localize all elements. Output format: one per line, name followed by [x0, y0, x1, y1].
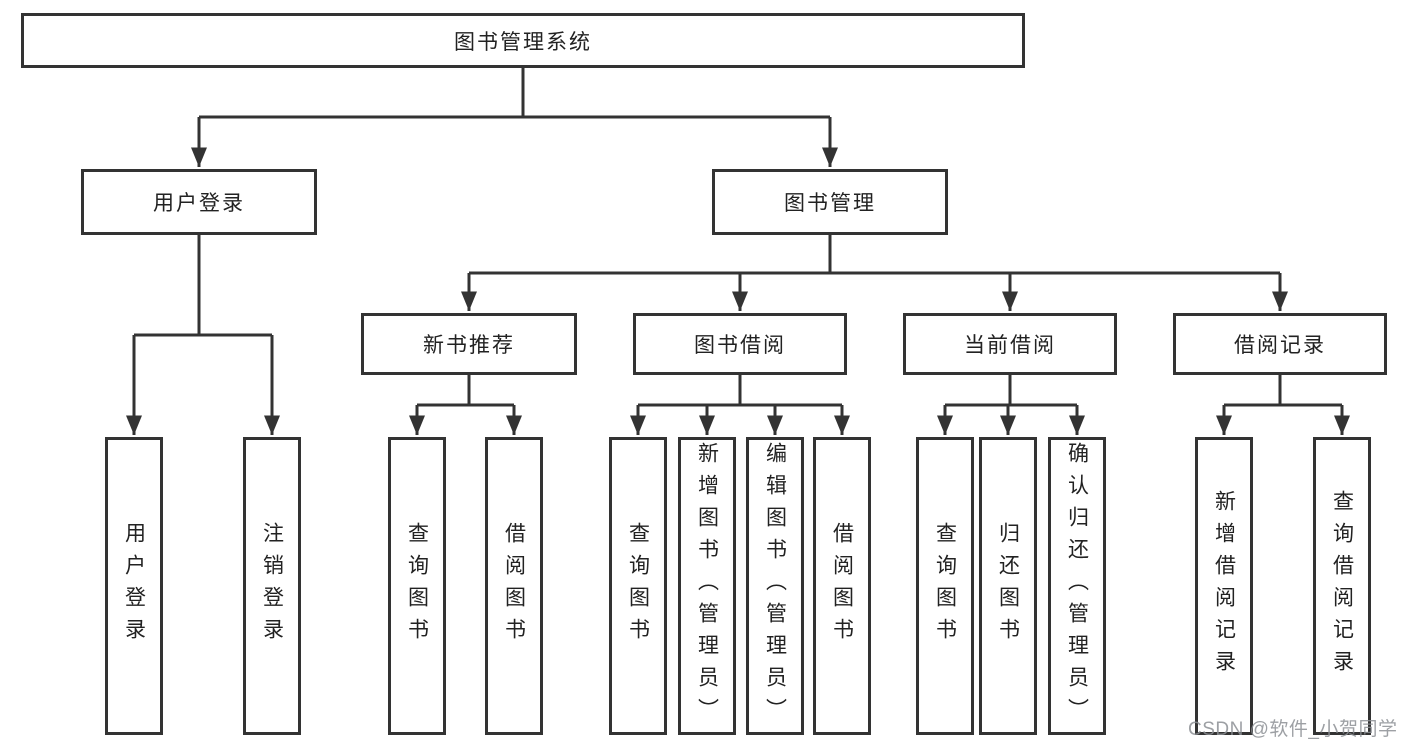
node-user-login: 用户登录	[81, 169, 317, 235]
node-borrow-records-label: 借阅记录	[1234, 334, 1326, 357]
node-book-management: 图书管理	[712, 169, 948, 235]
csdn-watermark: CSDN @软件_小贺同学	[1188, 719, 1398, 740]
leaf-records-add-label: 新增借阅记录	[1212, 490, 1236, 682]
node-book-borrow-label: 图书借阅	[694, 334, 786, 357]
leaf-newbooks-borrow: 借阅图书	[485, 437, 543, 735]
leaf-borrow-edit-book-label: 编辑图书（管理员）	[763, 442, 787, 730]
leaf-user-login-label: 用户登录	[122, 522, 146, 650]
node-new-book-recommend: 新书推荐	[361, 313, 577, 375]
leaf-newbooks-query-label: 查询图书	[405, 522, 429, 650]
leaf-logout: 注销登录	[243, 437, 301, 735]
leaf-borrow-query: 查询图书	[609, 437, 667, 735]
leaf-newbooks-borrow-label: 借阅图书	[502, 522, 526, 650]
leaf-borrow-edit-book: 编辑图书（管理员）	[746, 437, 804, 735]
leaf-current-confirm-return: 确认归还（管理员）	[1048, 437, 1106, 735]
leaf-current-return-label: 归还图书	[996, 522, 1020, 650]
node-new-book-recommend-label: 新书推荐	[423, 334, 515, 357]
leaf-borrow-add-book-label: 新增图书（管理员）	[695, 442, 719, 730]
node-current-borrow: 当前借阅	[903, 313, 1117, 375]
node-book-management-label: 图书管理	[784, 192, 876, 215]
leaf-borrow-book: 借阅图书	[813, 437, 871, 735]
leaf-records-add: 新增借阅记录	[1195, 437, 1253, 735]
leaf-records-query-label: 查询借阅记录	[1330, 490, 1354, 682]
node-book-borrow: 图书借阅	[633, 313, 847, 375]
leaf-user-login: 用户登录	[105, 437, 163, 735]
leaf-newbooks-query: 查询图书	[388, 437, 446, 735]
leaf-borrow-book-label: 借阅图书	[830, 522, 854, 650]
node-current-borrow-label: 当前借阅	[964, 334, 1056, 357]
leaf-current-confirm-return-label: 确认归还（管理员）	[1065, 442, 1089, 730]
node-borrow-records: 借阅记录	[1173, 313, 1387, 375]
leaf-current-return: 归还图书	[979, 437, 1037, 735]
node-user-login-label: 用户登录	[153, 192, 245, 215]
leaf-borrow-query-label: 查询图书	[626, 522, 650, 650]
leaf-borrow-add-book: 新增图书（管理员）	[678, 437, 736, 735]
node-root-label: 图书管理系统	[454, 30, 592, 54]
leaf-current-query: 查询图书	[916, 437, 974, 735]
leaf-records-query: 查询借阅记录	[1313, 437, 1371, 735]
node-root: 图书管理系统	[21, 13, 1025, 68]
leaf-logout-label: 注销登录	[260, 522, 284, 650]
leaf-current-query-label: 查询图书	[933, 522, 957, 650]
